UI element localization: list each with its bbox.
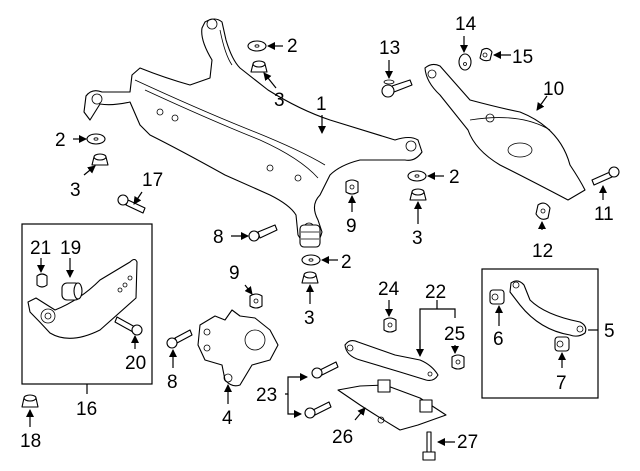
bolt-23a[interactable] (311, 361, 339, 379)
callout-5: 5 (604, 321, 615, 342)
callout-9b: 9 (229, 263, 240, 284)
nut-24[interactable] (383, 317, 397, 333)
callout-21: 21 (30, 238, 51, 259)
nut-3c[interactable] (409, 188, 427, 201)
nut-3d[interactable] (301, 271, 319, 284)
callout-8a: 8 (213, 227, 224, 248)
knuckle-part[interactable] (197, 309, 279, 387)
bolt-8a[interactable] (248, 224, 278, 242)
callout-12: 12 (532, 241, 553, 262)
callout-17: 17 (142, 170, 163, 191)
callout-labels: 1 2 2 2 2 3 3 3 3 4 5 6 7 8 8 9 9 10 11 … (20, 14, 615, 453)
callout-4: 4 (222, 408, 233, 429)
callout-3b: 3 (70, 180, 81, 201)
lower-control-arm-part[interactable] (424, 63, 586, 201)
callout-1: 1 (316, 94, 327, 115)
leader-lines (26, 36, 607, 446)
callout-3c: 3 (412, 228, 423, 249)
bolt-20[interactable] (114, 316, 143, 336)
nut-3b[interactable] (91, 153, 109, 166)
washer-14[interactable] (458, 53, 472, 71)
callout-24: 24 (378, 279, 400, 300)
callout-10: 10 (543, 79, 564, 100)
shield-part[interactable] (337, 379, 447, 431)
callout-23: 23 (256, 385, 277, 406)
bolt-27[interactable] (422, 431, 436, 461)
callout-2a: 2 (287, 36, 298, 57)
callout-22: 22 (425, 282, 446, 303)
callout-18: 18 (20, 431, 41, 452)
bolt-11[interactable] (591, 166, 620, 186)
callout-19: 19 (60, 238, 81, 259)
bolt-8b[interactable] (166, 329, 193, 349)
nut-3a[interactable] (250, 60, 268, 73)
upper-control-arm-part[interactable] (509, 280, 587, 337)
nut-9b[interactable] (249, 293, 263, 309)
bushing-19[interactable] (61, 282, 83, 301)
washer-2b[interactable] (86, 133, 106, 145)
callout-3a: 3 (274, 90, 285, 111)
callout-25: 25 (444, 324, 465, 345)
lateral-link-part[interactable] (344, 339, 439, 381)
nut-9a[interactable] (345, 179, 359, 195)
callout-11: 11 (594, 204, 614, 225)
bushing-7[interactable] (554, 336, 570, 352)
callout-2b: 2 (55, 130, 66, 151)
callout-8b: 8 (167, 372, 178, 393)
callout-13: 13 (379, 38, 400, 59)
nut-18[interactable] (21, 394, 39, 408)
callout-27: 27 (457, 432, 478, 453)
nut-25[interactable] (451, 354, 465, 370)
callout-9a: 9 (346, 216, 357, 237)
callout-2d: 2 (341, 252, 352, 273)
callout-6: 6 (493, 329, 504, 350)
callout-16: 16 (76, 399, 97, 420)
bolt-13[interactable] (381, 79, 413, 98)
crossmember-part[interactable] (83, 18, 423, 248)
washer-2d[interactable] (301, 254, 321, 266)
washer-2c[interactable] (407, 170, 427, 182)
nut-12[interactable] (535, 202, 551, 220)
bolt-17[interactable] (117, 194, 146, 214)
bushing-6[interactable] (489, 289, 505, 305)
callout-7: 7 (556, 373, 567, 394)
callout-2c: 2 (449, 167, 460, 188)
trailing-arm-part[interactable] (27, 258, 138, 339)
callout-20: 20 (125, 353, 146, 374)
washer-2a[interactable] (247, 40, 267, 52)
nut-15[interactable] (479, 47, 493, 62)
bolt-23b[interactable] (304, 401, 332, 419)
callout-26: 26 (332, 427, 353, 448)
upper-control-arm-box (481, 268, 599, 399)
callout-3d: 3 (304, 308, 315, 329)
nut-21[interactable] (36, 273, 48, 288)
callout-14: 14 (455, 14, 477, 35)
callout-15: 15 (512, 47, 533, 68)
